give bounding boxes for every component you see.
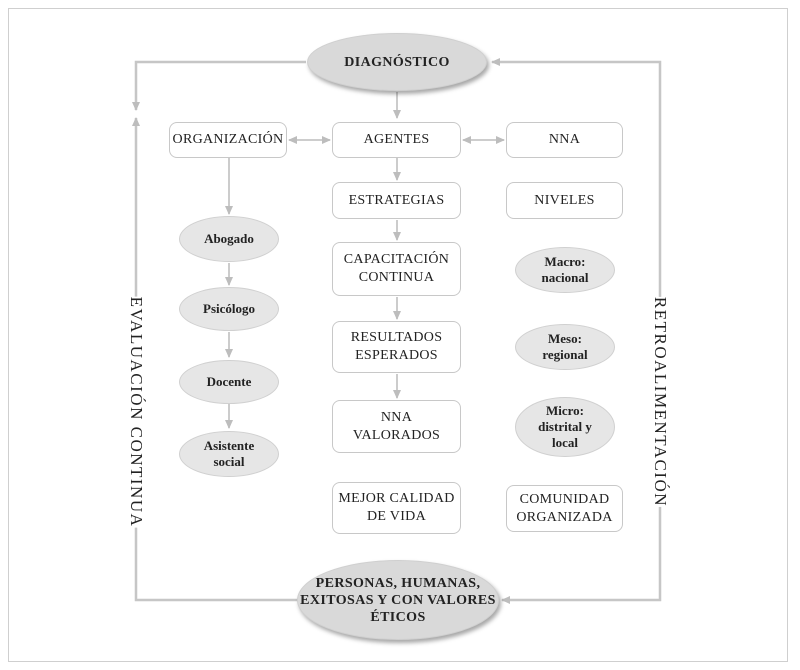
niveles-box: NIVELES	[506, 182, 623, 219]
nna-box: NNA	[506, 122, 623, 158]
micro-distrital-local-node: Micro: distrital y local	[515, 397, 615, 457]
personas-humanas-node: PERSONAS, HUMANAS, EXITOSAS Y CON VALORE…	[297, 560, 499, 640]
agentes-box: AGENTES	[332, 122, 461, 158]
retroalimentacion-label: RETROALIMENTACIÓN	[646, 296, 674, 508]
diagram-frame	[8, 8, 788, 662]
asistente-social-node: Asistente social	[179, 431, 279, 477]
estrategias-box: ESTRATEGIAS	[332, 182, 461, 219]
comunidad-organizada-box: COMUNIDAD ORGANIZADA	[506, 485, 623, 532]
mejor-calidad-de-vida-box: MEJOR CALIDAD DE VIDA	[332, 482, 461, 534]
nna-valorados-box: NNA VALORADOS	[332, 400, 461, 453]
meso-regional-node: Meso: regional	[515, 324, 615, 370]
docente-node: Docente	[179, 360, 279, 404]
psicologo-node: Psicólogo	[179, 287, 279, 331]
capacitacion-continua-box: CAPACITACIÓN CONTINUA	[332, 242, 461, 296]
evaluacion-continua-label: EVALUACIÓN CONTINUA	[122, 296, 150, 528]
abogado-node: Abogado	[179, 216, 279, 262]
loop-right-top	[491, 58, 662, 320]
diagnostico-node: DIAGNÓSTICO	[307, 33, 487, 91]
macro-nacional-node: Macro: nacional	[515, 247, 615, 293]
resultados-esperados-box: RESULTADOS ESPERADOS	[332, 321, 461, 373]
loop-left-top	[132, 60, 306, 111]
organizacion-box: ORGANIZACIÓN	[169, 122, 287, 158]
loop-left-bottom	[132, 117, 300, 602]
